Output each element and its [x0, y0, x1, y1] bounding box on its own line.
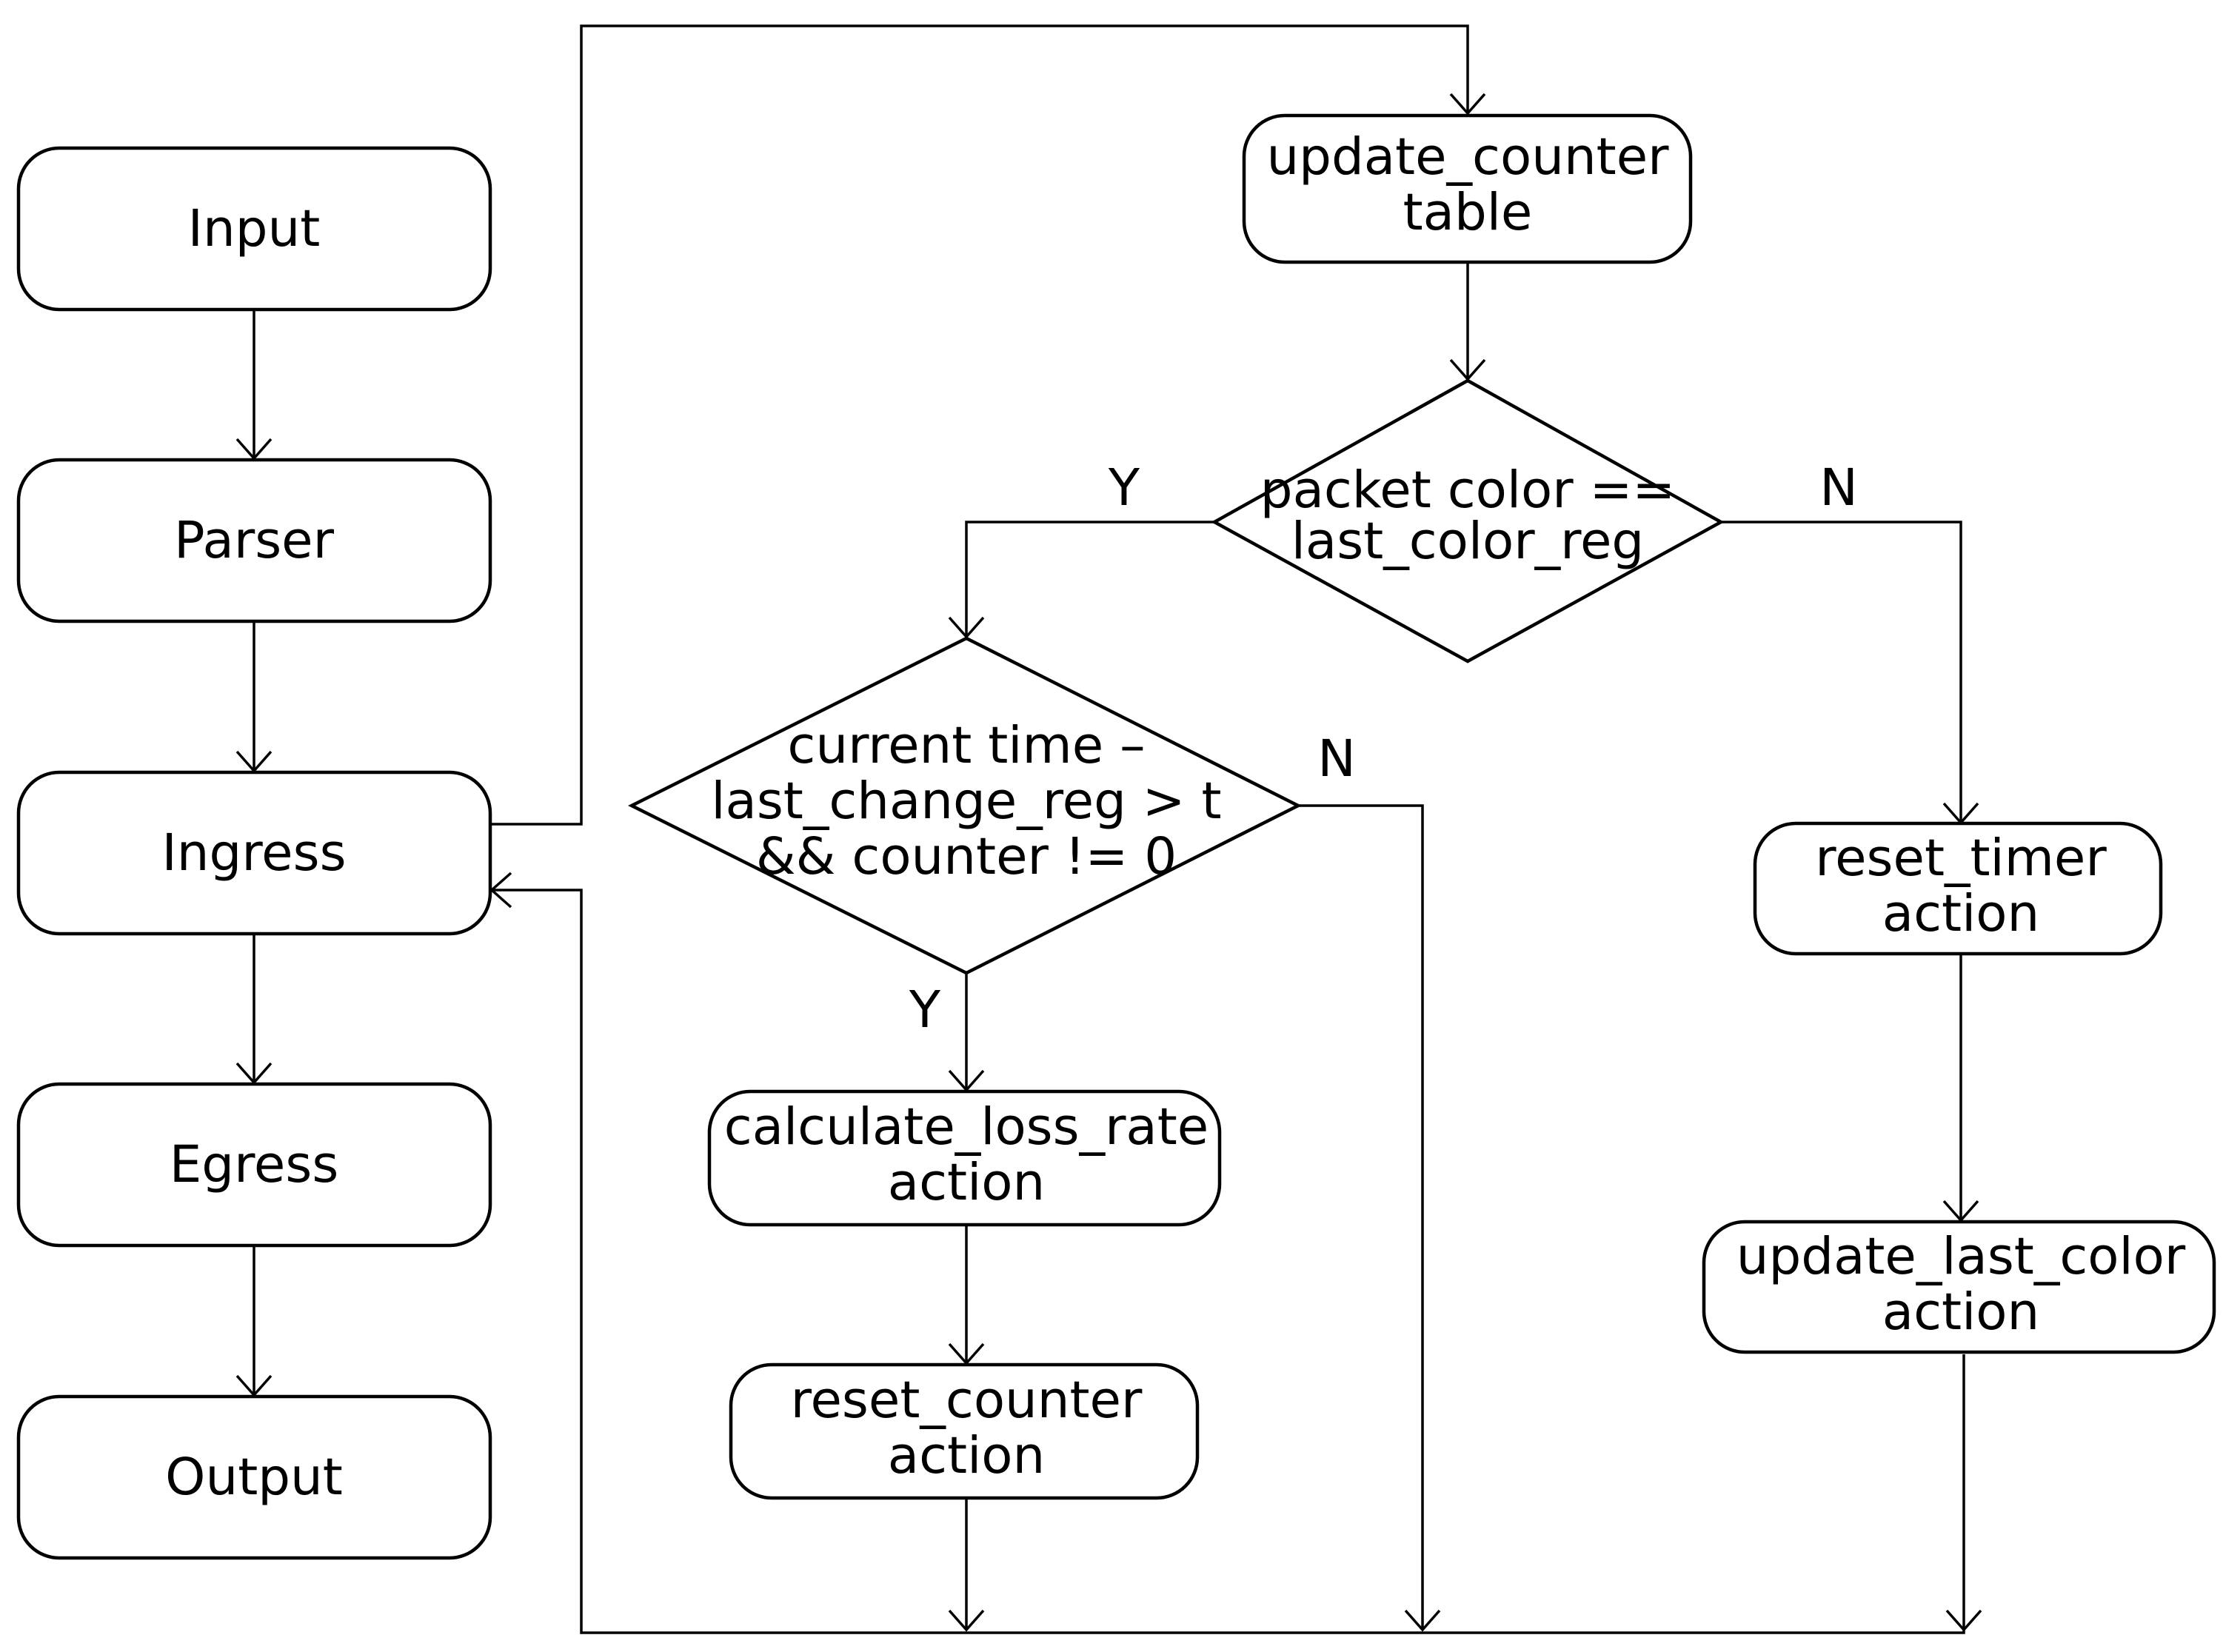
- color-check-diamond: [1211, 378, 1725, 663]
- time-check-label-line1: current time –: [787, 716, 1145, 775]
- return-bus-edge: [492, 889, 1965, 1634]
- time-check-label-line3: && counter != 0: [756, 827, 1177, 886]
- input-to-parser-arrowhead: [235, 438, 273, 461]
- ingress-label: Ingress: [161, 823, 346, 883]
- pipeline-column: Input Parser Ingress Egress Output: [16, 146, 492, 1560]
- reset-timer-node: [1753, 821, 2163, 956]
- egress-to-output-arrowhead: [235, 1374, 273, 1397]
- color-check-label-line1: packet color ==: [1260, 461, 1675, 520]
- time-no-edge: [1298, 804, 1424, 1630]
- update-counter-label-line1: update_counter: [1266, 127, 1669, 187]
- time-no-arrowhead: [1404, 1609, 1441, 1632]
- calculate-loss-rate-label-line2: action: [888, 1153, 1045, 1212]
- output-label: Output: [165, 1448, 343, 1507]
- calculate-loss-rate-node: [707, 1089, 1222, 1227]
- color-yes-label: Y: [1108, 458, 1140, 518]
- update-last-color-label-line2: action: [1882, 1283, 2039, 1342]
- reset-counter-label-line2: action: [888, 1426, 1045, 1485]
- color-no-label: N: [1819, 458, 1858, 518]
- time-no-label: N: [1317, 729, 1356, 789]
- color-check-label-line2: last_color_reg: [1291, 512, 1644, 571]
- reset-counter-node: [729, 1362, 1200, 1500]
- input-label: Input: [188, 199, 321, 258]
- reset-counter-to-bus-arrowhead: [948, 1609, 985, 1632]
- ingress-to-update-counter-edge: [490, 24, 1469, 826]
- time-yes-label: Y: [909, 980, 941, 1040]
- update-counter-label-line2: table: [1403, 183, 1533, 242]
- update-last-color-label-line1: update_last_color: [1736, 1227, 2186, 1286]
- reset-timer-label-line1: reset_timer: [1815, 829, 2107, 888]
- egress-label: Egress: [170, 1135, 339, 1194]
- return-to-ingress-arrowhead: [489, 872, 512, 909]
- ingress-to-update-counter-arrowhead: [1449, 93, 1486, 116]
- update-last-color-to-bus-arrowhead: [1945, 1609, 1982, 1632]
- calculate-loss-rate-label-line1: calculate_loss_rate: [724, 1097, 1209, 1157]
- time-check-label-line2: last_change_reg > t: [711, 772, 1221, 831]
- parser-label: Parser: [174, 511, 335, 570]
- ingress-to-egress-arrowhead: [235, 1062, 273, 1085]
- parser-to-ingress-arrowhead: [235, 750, 273, 773]
- reset-timer-label-line2: action: [1882, 884, 2039, 943]
- color-no-edge: [1721, 521, 1962, 823]
- color-yes-edge: [965, 521, 1214, 637]
- reset-counter-label-line1: reset_counter: [791, 1371, 1143, 1430]
- update-last-color-node: [1702, 1220, 2216, 1354]
